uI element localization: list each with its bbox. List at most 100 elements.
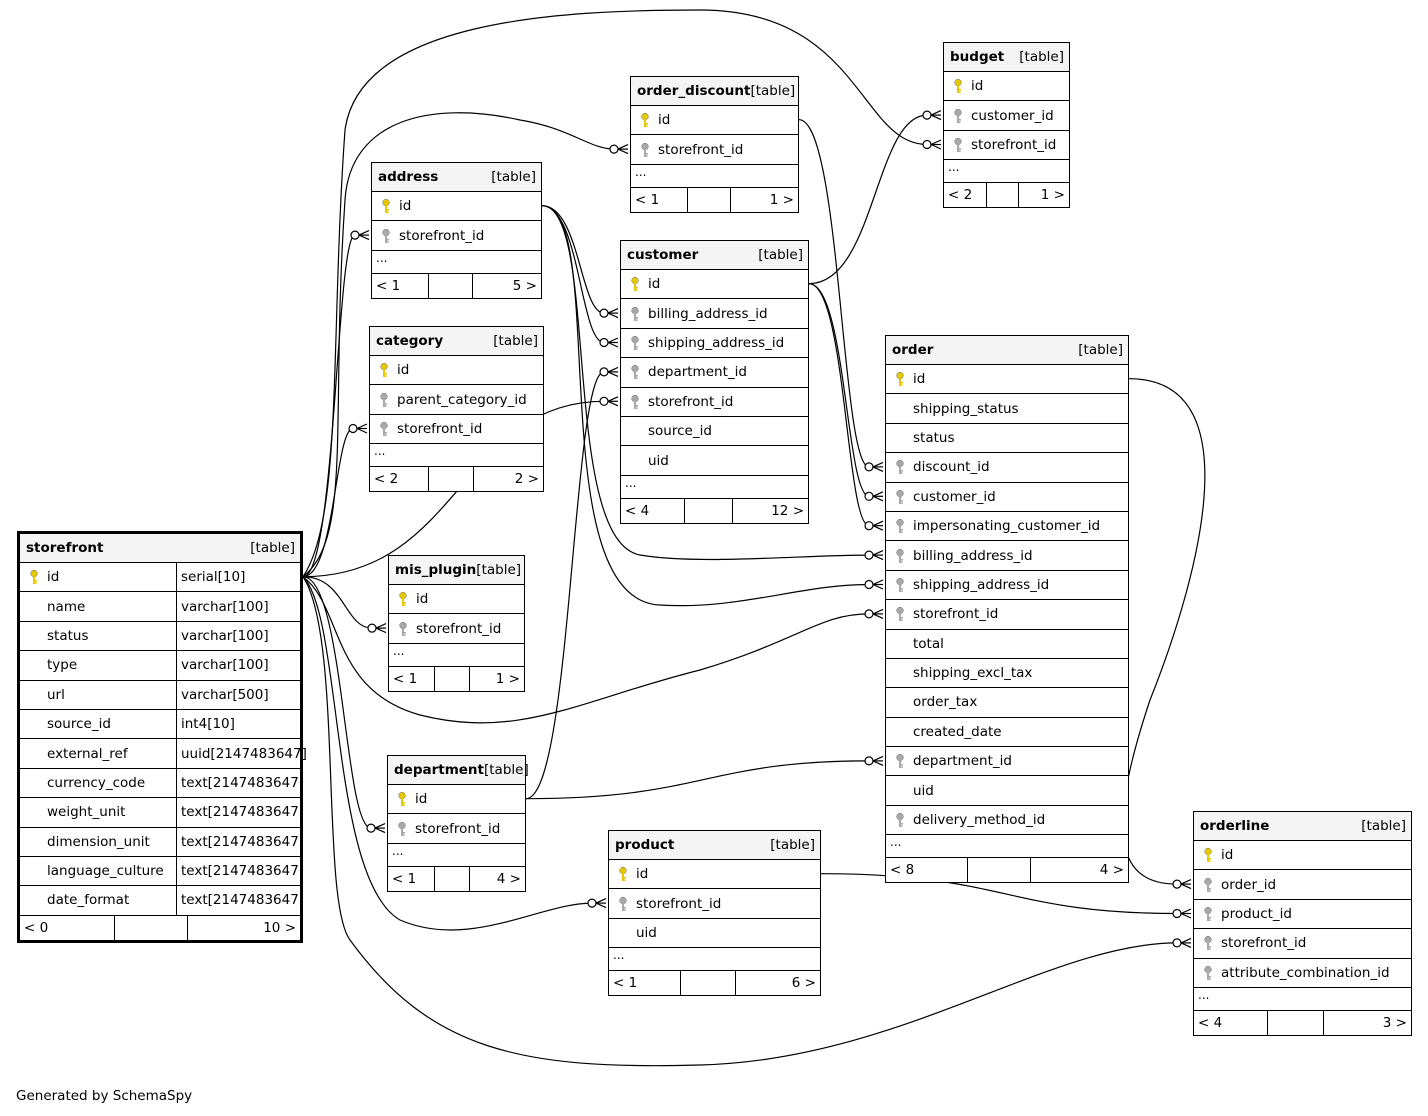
- column-row[interactable]: created_date: [886, 718, 1128, 748]
- column-type: text[2147483647]: [176, 768, 304, 798]
- column-row[interactable]: id: [609, 860, 820, 890]
- children-count[interactable]: 4 >: [1099, 862, 1124, 879]
- column-row[interactable]: storefront_id: [389, 614, 524, 644]
- column-row[interactable]: source_id: [621, 417, 808, 447]
- parents-count[interactable]: < 2: [944, 183, 987, 208]
- parents-count[interactable]: < 1: [631, 187, 688, 212]
- table-kind-label: [table]: [750, 83, 796, 99]
- column-row[interactable]: customer_id: [886, 483, 1128, 512]
- column-row[interactable]: storefront_id: [944, 131, 1069, 161]
- column-row[interactable]: uid: [886, 776, 1128, 806]
- column-row[interactable]: order_id: [1194, 870, 1411, 900]
- parents-count[interactable]: < 4: [621, 498, 685, 523]
- column-row[interactable]: id: [886, 365, 1128, 395]
- table-footer: < 1 6 >: [609, 971, 820, 996]
- column-row[interactable]: impersonating_customer_id: [886, 512, 1128, 542]
- children-count[interactable]: 3 >: [1382, 1014, 1407, 1031]
- column-row[interactable]: storefront_id: [886, 600, 1128, 630]
- column-row[interactable]: department_id: [621, 358, 808, 388]
- column-row[interactable]: storefront_id: [370, 415, 543, 445]
- parents-count[interactable]: < 1: [388, 866, 435, 891]
- table-name: address: [378, 169, 439, 185]
- column-row[interactable]: id: [944, 72, 1069, 102]
- column-row[interactable]: id: [389, 585, 524, 615]
- column-row[interactable]: uid: [621, 446, 808, 476]
- column-row[interactable]: product_id: [1194, 900, 1411, 930]
- column-row[interactable]: id: [621, 270, 808, 300]
- column-row[interactable]: id: [370, 356, 543, 386]
- parents-count[interactable]: < 4: [1194, 1010, 1268, 1035]
- column-row[interactable]: billing_address_id: [886, 541, 1128, 571]
- column-row[interactable]: storefront_id: [388, 814, 525, 844]
- children-count[interactable]: 12 >: [771, 502, 804, 519]
- column-row[interactable]: total: [886, 630, 1128, 659]
- column-row[interactable]: shipping_status: [886, 394, 1128, 424]
- children-count[interactable]: 2 >: [514, 471, 539, 488]
- column-row[interactable]: id: [631, 106, 798, 136]
- column-row[interactable]: storefront_id: [1194, 929, 1411, 959]
- column-row[interactable]: parent_category_id: [370, 385, 543, 415]
- column-row[interactable]: discount_id: [886, 453, 1128, 483]
- parents-count[interactable]: < 8: [886, 858, 969, 883]
- column-row[interactable]: storefront_id: [372, 221, 541, 251]
- parents-count[interactable]: < 2: [370, 467, 429, 492]
- column-row[interactable]: id: [372, 192, 541, 222]
- children-count[interactable]: 1 >: [495, 670, 520, 687]
- children-count[interactable]: 6 >: [791, 975, 816, 992]
- column-row[interactable]: status: [886, 424, 1128, 454]
- column-row[interactable]: id: [388, 785, 525, 815]
- children-count[interactable]: 1 >: [769, 191, 794, 208]
- more-columns-ellipsis: ...: [372, 251, 541, 274]
- column-row[interactable]: storefront_id: [631, 135, 798, 165]
- children-count[interactable]: 5 >: [512, 277, 537, 294]
- column-row[interactable]: shipping_address_id: [621, 329, 808, 359]
- table-footer: < 1 1 >: [389, 666, 524, 691]
- crowfoot-marker: [367, 623, 387, 634]
- column-name: status: [913, 429, 955, 446]
- column-row[interactable]: shipping_excl_tax: [886, 659, 1128, 689]
- column-row[interactable]: shipping_address_id: [886, 571, 1128, 601]
- more-columns-ellipsis: ...: [621, 476, 808, 499]
- column-row[interactable]: billing_address_id: [621, 299, 808, 329]
- column-row[interactable]: customer_id: [944, 101, 1069, 131]
- column-row[interactable]: storefront_id: [621, 388, 808, 417]
- column-row[interactable]: id: [1194, 841, 1411, 871]
- column-row[interactable]: storefront_id: [609, 889, 820, 919]
- parents-count[interactable]: < 0: [20, 915, 116, 940]
- column-row[interactable]: delivery_method_id: [886, 806, 1128, 836]
- children-count[interactable]: 4 >: [496, 870, 521, 887]
- column-row[interactable]: order_tax: [886, 688, 1128, 718]
- column-row[interactable]: attribute_combination_id: [1194, 959, 1411, 988]
- column-row[interactable]: department_id: [886, 747, 1128, 777]
- children-count[interactable]: 10 >: [263, 919, 296, 936]
- parents-count[interactable]: < 1: [372, 273, 430, 298]
- parents-count[interactable]: < 1: [389, 666, 435, 691]
- table-name: order_discount: [637, 83, 751, 99]
- parents-count[interactable]: < 1: [609, 971, 681, 996]
- children-count[interactable]: 1 >: [1040, 187, 1065, 204]
- column-row[interactable]: uid: [609, 919, 820, 949]
